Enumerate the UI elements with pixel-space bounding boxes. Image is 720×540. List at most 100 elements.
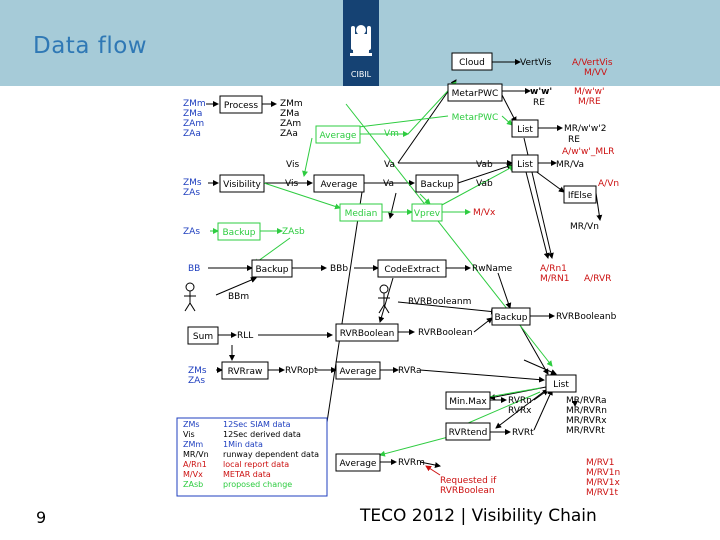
svg-text:Cloud: Cloud bbox=[459, 58, 485, 68]
svg-text:ZAs: ZAs bbox=[183, 227, 200, 237]
box-average-rvr: Average bbox=[335, 361, 381, 380]
footer-title: TECO 2012 | Visibility Chain bbox=[360, 506, 597, 526]
svg-text:RE: RE bbox=[568, 135, 580, 145]
box-metarpwc-green: MetarPWC bbox=[452, 113, 499, 123]
svg-text:M/w'w': M/w'w' bbox=[574, 87, 604, 97]
box-minmax: Min.Max bbox=[445, 391, 491, 410]
legend-description: 1Min data bbox=[223, 440, 263, 449]
svg-text:A/Rn1: A/Rn1 bbox=[540, 264, 567, 274]
legend-description: 12Sec derived data bbox=[223, 430, 301, 439]
svg-text:List: List bbox=[517, 125, 533, 135]
svg-text:M/RE: M/RE bbox=[578, 97, 601, 107]
svg-text:Backup: Backup bbox=[256, 265, 289, 275]
svg-text:MetarPWC: MetarPWC bbox=[452, 89, 499, 99]
svg-text:RVRBooleanm: RVRBooleanm bbox=[408, 297, 471, 307]
svg-text:Backup: Backup bbox=[223, 228, 256, 238]
box-codeextract: CodeExtract bbox=[377, 259, 447, 278]
svg-text:Average: Average bbox=[320, 131, 357, 141]
svg-text:Vis: Vis bbox=[285, 179, 298, 189]
svg-text:M/Vx: M/Vx bbox=[473, 208, 496, 218]
svg-text:List: List bbox=[517, 160, 533, 170]
svg-text:RVRa: RVRa bbox=[398, 366, 422, 376]
svg-text:BBm: BBm bbox=[228, 292, 249, 302]
legend-code: ZAsb bbox=[183, 480, 203, 489]
box-average-vis: Average bbox=[313, 174, 365, 193]
svg-text:RVRm: RVRm bbox=[398, 458, 425, 468]
svg-text:w'w': w'w' bbox=[530, 87, 552, 97]
logo-ribbon bbox=[343, 0, 379, 86]
box-process: Process bbox=[219, 95, 263, 114]
svg-text:MetarPWC: MetarPWC bbox=[452, 113, 499, 123]
svg-text:Average: Average bbox=[340, 459, 377, 469]
svg-text:RVRBoolean: RVRBoolean bbox=[340, 329, 395, 339]
svg-text:MR/w'w'2: MR/w'w'2 bbox=[564, 124, 606, 134]
svg-text:Visibility: Visibility bbox=[223, 180, 261, 190]
box-rvrtend: RVRtend bbox=[445, 422, 491, 441]
svg-text:Vab: Vab bbox=[476, 179, 493, 189]
box-list-mid: List bbox=[511, 154, 539, 173]
box-list-bottom: List bbox=[545, 374, 577, 393]
observer-person-icon bbox=[378, 284, 390, 314]
svg-text:CodeExtract: CodeExtract bbox=[384, 265, 440, 275]
box-vprev: Vprev bbox=[411, 203, 443, 222]
svg-text:RVRtend: RVRtend bbox=[449, 428, 488, 438]
box-median: Median bbox=[339, 203, 383, 222]
svg-text:Average: Average bbox=[321, 180, 358, 190]
svg-text:VertVis: VertVis bbox=[520, 58, 552, 68]
svg-text:RVRt: RVRt bbox=[512, 428, 534, 438]
legend-description: 12Sec SIAM data bbox=[223, 420, 291, 429]
legend-code: ZMm bbox=[183, 440, 203, 449]
svg-text:Average: Average bbox=[340, 367, 377, 377]
svg-text:RE: RE bbox=[533, 98, 545, 108]
svg-text:Vm: Vm bbox=[384, 129, 399, 139]
box-average-rvrm: Average bbox=[335, 453, 381, 472]
svg-text:Process: Process bbox=[224, 101, 258, 111]
box-sum: Sum bbox=[187, 326, 219, 345]
svg-text:RVRBoolean: RVRBoolean bbox=[418, 328, 473, 338]
svg-text:A/VertVis: A/VertVis bbox=[572, 58, 613, 68]
legend-code: MR/Vn bbox=[183, 450, 209, 459]
svg-text:M/VV: M/VV bbox=[584, 68, 608, 78]
svg-text:BB: BB bbox=[188, 264, 200, 274]
logo-text: CIBIL bbox=[350, 70, 372, 79]
svg-text:Backup: Backup bbox=[421, 180, 454, 190]
box-backup-bb: Backup bbox=[251, 259, 293, 278]
legend-frame bbox=[176, 417, 328, 497]
svg-text:Va: Va bbox=[383, 179, 394, 189]
svg-text:Va: Va bbox=[384, 160, 395, 170]
svg-text:Vis: Vis bbox=[286, 160, 299, 170]
svg-text:MR/Va: MR/Va bbox=[556, 160, 584, 170]
legend-code: M/Vx bbox=[183, 470, 203, 479]
legend-code: Vis bbox=[183, 430, 195, 439]
box-average-green: Average bbox=[315, 125, 361, 144]
svg-text:RVRBooleanb: RVRBooleanb bbox=[556, 312, 617, 322]
svg-text:Min.Max: Min.Max bbox=[449, 397, 487, 407]
box-rvrboolean: RVRBoolean bbox=[335, 323, 399, 342]
red-request-arrow bbox=[425, 465, 441, 476]
svg-text:IfElse: IfElse bbox=[568, 191, 593, 201]
legend-description: proposed change bbox=[223, 480, 292, 489]
box-backup-zas: Backup bbox=[217, 222, 261, 241]
svg-text:ZAsb: ZAsb bbox=[282, 227, 305, 237]
box-list-top: List bbox=[511, 119, 539, 138]
svg-text:RLL: RLL bbox=[237, 331, 253, 341]
svg-text:RwName: RwName bbox=[472, 264, 513, 274]
legend-code: A/Rn1 bbox=[183, 460, 207, 469]
box-metarpwc: MetarPWC bbox=[447, 83, 503, 102]
box-backup-rvr: Backup bbox=[491, 307, 531, 326]
operator-person-icon bbox=[184, 282, 196, 312]
svg-text:Vprev: Vprev bbox=[414, 209, 441, 219]
svg-text:RVRopt: RVRopt bbox=[285, 366, 318, 376]
process-boxes: Cloud MetarPWC MetarPWC Process Average … bbox=[187, 52, 597, 472]
legend-code: ZMs bbox=[183, 420, 200, 429]
